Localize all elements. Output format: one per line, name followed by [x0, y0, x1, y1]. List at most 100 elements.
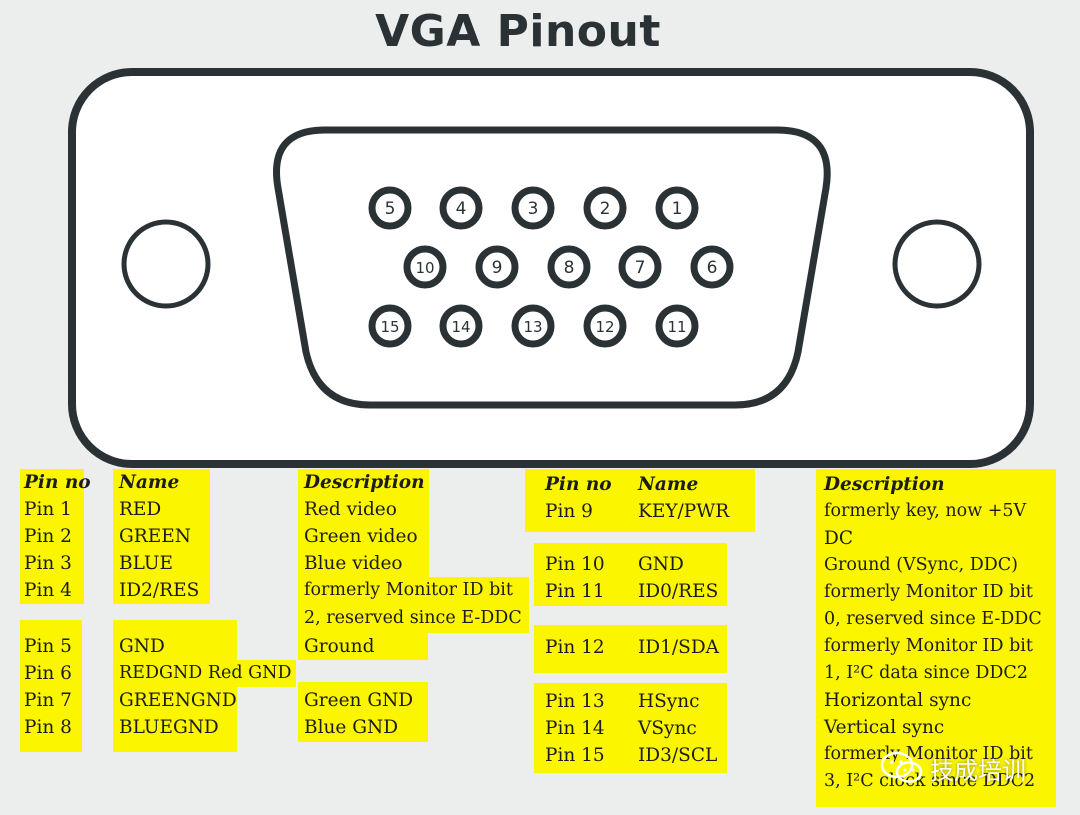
left-name-5: GND	[119, 636, 165, 657]
right-pin-11: Pin 11	[545, 581, 605, 602]
left-name-3: BLUE	[119, 553, 173, 574]
left-header-pin: Pin no	[24, 472, 91, 493]
pin-2-circle	[583, 186, 627, 230]
pin-10-circle	[403, 245, 447, 289]
right-desc-2: DC	[824, 528, 853, 549]
pin-3-circle	[511, 186, 555, 230]
highlight-left-pin-bottom	[20, 620, 82, 752]
left-header-name: Name	[119, 472, 180, 493]
highlight-right-pin12	[534, 625, 727, 673]
left-pin-3: Pin 3	[24, 553, 72, 574]
left-desc-3: Blue video	[304, 553, 403, 574]
right-desc-8: Horizontal sync	[824, 690, 972, 711]
page-title: VGA Pinout	[375, 6, 661, 57]
highlight-left-name-redgnd	[237, 660, 296, 687]
right-name-11: ID0/RES	[638, 581, 719, 602]
pin-6-circle	[690, 245, 734, 289]
right-desc-9: Vertical sync	[824, 717, 945, 738]
pin-10-label: 10	[415, 259, 434, 277]
right-pin-12: Pin 12	[545, 637, 605, 658]
right-header-pin: Pin no	[545, 474, 612, 495]
right-desc-3: Ground (VSync, DDC)	[824, 555, 1019, 575]
right-name-9: KEY/PWR	[638, 501, 730, 522]
pin-15-circle	[368, 304, 412, 348]
right-pin-9: Pin 9	[545, 501, 593, 522]
pin-12-label: 12	[595, 318, 614, 336]
right-name-13: HSync	[638, 691, 700, 712]
highlight-left-pin-top	[20, 469, 84, 604]
left-desc-6: Ground	[304, 636, 375, 657]
watermark-text: 技成培训	[930, 756, 1026, 785]
mounting-hole-left	[121, 219, 211, 309]
right-header-desc: Description	[824, 474, 945, 495]
right-name-10: GND	[638, 554, 684, 575]
left-desc-2: Green video	[304, 526, 418, 547]
pin-13-circle	[511, 304, 555, 348]
left-name-7: GREENGND	[119, 690, 237, 711]
mounting-hole-right	[892, 219, 982, 309]
left-pin-7: Pin 7	[24, 690, 72, 711]
pin-14-label: 14	[451, 318, 470, 336]
pin-4-label: 4	[456, 199, 467, 219]
pin-2-label: 2	[600, 199, 611, 219]
right-desc-10: formerly Monitor ID bit	[824, 744, 1033, 764]
right-name-15: ID3/SCL	[638, 745, 718, 766]
right-header-name: Name	[638, 474, 699, 495]
watermark: 技成培训	[880, 748, 1026, 788]
pin-1-label: 1	[672, 199, 683, 219]
left-name-6: REDGND Red GND	[119, 663, 292, 683]
highlight-right-desc	[816, 469, 1056, 807]
left-desc-8: Blue GND	[304, 717, 399, 738]
right-desc-7: 1, I²C data since DDC2	[824, 663, 1028, 683]
left-name-4: ID2/RES	[119, 580, 200, 601]
pin-13-label: 13	[523, 318, 542, 336]
right-pin-15: Pin 15	[545, 745, 605, 766]
left-pin-5: Pin 5	[24, 636, 72, 657]
pin-11-circle	[655, 304, 699, 348]
left-pin-2: Pin 2	[24, 526, 72, 547]
pin-7-label: 7	[635, 258, 646, 278]
highlight-left-desc-ground	[298, 633, 428, 660]
right-name-12: ID1/SDA	[638, 637, 720, 658]
highlight-left-desc-wide	[298, 577, 529, 633]
pin-9-circle	[475, 245, 519, 289]
highlight-right-pin10-11	[534, 543, 727, 606]
left-desc-4: formerly Monitor ID bit	[304, 580, 513, 600]
pin-3-label: 3	[528, 199, 539, 219]
pin-12-circle	[583, 304, 627, 348]
left-desc-7: Green GND	[304, 690, 414, 711]
left-header-desc: Description	[304, 472, 425, 493]
left-desc-5: 2, reserved since E-DDC	[304, 608, 522, 628]
pin-5-label: 5	[385, 199, 396, 219]
pin-5-circle	[368, 186, 412, 230]
pin-8-label: 8	[564, 258, 575, 278]
highlight-right-pin9	[525, 469, 755, 532]
left-pin-1: Pin 1	[24, 499, 72, 520]
right-pin-14: Pin 14	[545, 718, 605, 739]
left-pin-8: Pin 8	[24, 717, 72, 738]
right-pin-13: Pin 13	[545, 691, 605, 712]
highlight-left-name-bottom	[113, 620, 237, 752]
pin-9-label: 9	[492, 258, 503, 278]
highlight-left-desc-gnd	[298, 682, 428, 742]
pin-8-circle	[547, 245, 591, 289]
right-desc-5: 0, reserved since E-DDC	[824, 609, 1042, 629]
right-desc-4: formerly Monitor ID bit	[824, 582, 1033, 602]
highlight-right-pin13-15	[534, 683, 727, 773]
right-pin-10: Pin 10	[545, 554, 605, 575]
pin-7-circle	[618, 245, 662, 289]
left-desc-1: Red video	[304, 499, 397, 520]
highlight-left-desc	[298, 469, 429, 577]
pin-6-label: 6	[707, 258, 718, 278]
right-desc-11: 3, I²C clock since DDC2	[824, 771, 1036, 791]
right-desc-6: formerly Monitor ID bit	[824, 636, 1033, 656]
pin-15-label: 15	[380, 318, 399, 336]
left-name-2: GREEN	[119, 526, 191, 547]
left-name-8: BLUEGND	[119, 717, 219, 738]
right-name-14: VSync	[638, 718, 697, 739]
wechat-icon	[880, 751, 923, 783]
pin-14-circle	[439, 304, 483, 348]
left-pin-4: Pin 4	[24, 580, 72, 601]
